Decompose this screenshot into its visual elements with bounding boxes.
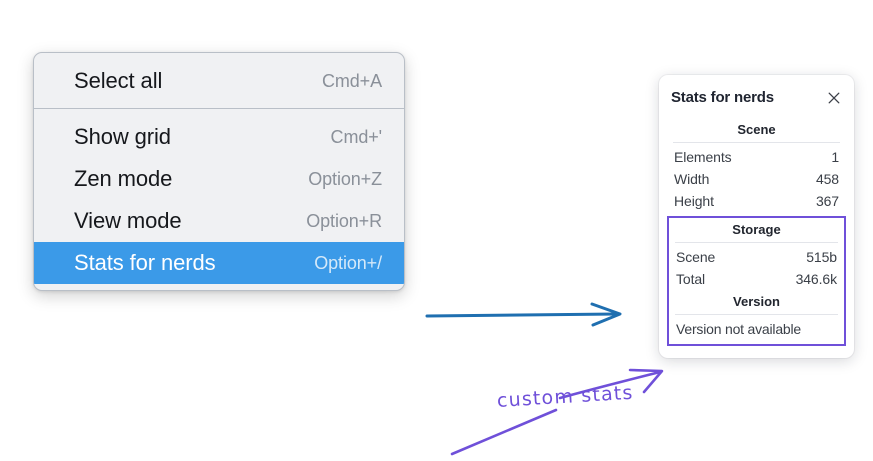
stats-section-scene: Scene Elements 1 Width 458 Height 367 <box>671 118 842 212</box>
version-note: Version not available <box>676 321 801 337</box>
menu-item-shortcut: Option+R <box>306 210 382 231</box>
custom-stats-highlight-box: Storage Scene 515b Total 346.6k Version … <box>667 216 846 346</box>
menu-item-label: Stats for nerds <box>74 250 216 275</box>
section-title: Version <box>733 294 780 309</box>
annotation-underline-stroke <box>450 408 558 456</box>
menu-item-view-mode[interactable]: View mode Option+R <box>34 200 404 242</box>
stat-row: Elements 1 <box>671 146 842 168</box>
section-divider <box>675 242 838 243</box>
stat-row: Height 367 <box>671 190 842 212</box>
stat-row: Total 346.6k <box>673 268 840 290</box>
annotation-custom-stats-label: custom stats <box>496 381 635 412</box>
stat-value: 1 <box>831 149 839 165</box>
menu-item-shortcut: Option+Z <box>308 168 382 189</box>
section-title: Scene <box>737 122 776 137</box>
stat-value: 367 <box>815 193 839 209</box>
menu-item-shortcut: Cmd+A <box>321 70 382 91</box>
stat-row: Scene 515b <box>673 246 840 268</box>
section-title: Storage <box>732 222 781 237</box>
menu-item-stats-for-nerds[interactable]: Stats for nerds Option+/ <box>34 242 404 284</box>
menu-item-label: Show grid <box>74 124 171 149</box>
stats-panel-header: Stats for nerds <box>671 89 842 106</box>
close-icon[interactable] <box>826 90 842 106</box>
stats-panel-title: Stats for nerds <box>671 89 774 106</box>
context-menu: Select all Cmd+A Show grid Cmd+' Zen mod… <box>33 52 405 291</box>
stat-value: 458 <box>815 171 839 187</box>
stat-label: Total <box>676 271 706 287</box>
stat-label: Elements <box>674 149 732 165</box>
stat-value: 346.6k <box>795 271 838 287</box>
menu-item-shortcut: Option+/ <box>314 252 382 273</box>
stat-label: Scene <box>676 249 716 265</box>
menu-item-shortcut: Cmd+' <box>330 126 383 147</box>
stats-section-storage: Storage Scene 515b Total 346.6k <box>673 218 840 290</box>
section-divider <box>673 142 840 143</box>
section-divider <box>675 314 838 315</box>
menu-item-label: Select all <box>74 68 163 93</box>
menu-group-1: Select all Cmd+A <box>34 53 404 108</box>
stat-label: Width <box>674 171 710 187</box>
stats-section-version: Version Version not available <box>673 290 840 340</box>
flow-arrow-menu-to-panel <box>425 302 622 327</box>
menu-group-2: Show grid Cmd+' Zen mode Option+Z View m… <box>34 108 404 290</box>
stats-panel: Stats for nerds Scene Elements 1 Width 4… <box>659 75 854 358</box>
stat-row: Width 458 <box>671 168 842 190</box>
menu-item-label: Zen mode <box>74 166 173 191</box>
stat-label: Height <box>674 193 714 209</box>
menu-item-label: View mode <box>74 208 182 233</box>
menu-item-select-all[interactable]: Select all Cmd+A <box>34 60 404 102</box>
stat-value: 515b <box>806 249 837 265</box>
menu-item-show-grid[interactable]: Show grid Cmd+' <box>34 116 404 158</box>
menu-item-zen-mode[interactable]: Zen mode Option+Z <box>34 158 404 200</box>
